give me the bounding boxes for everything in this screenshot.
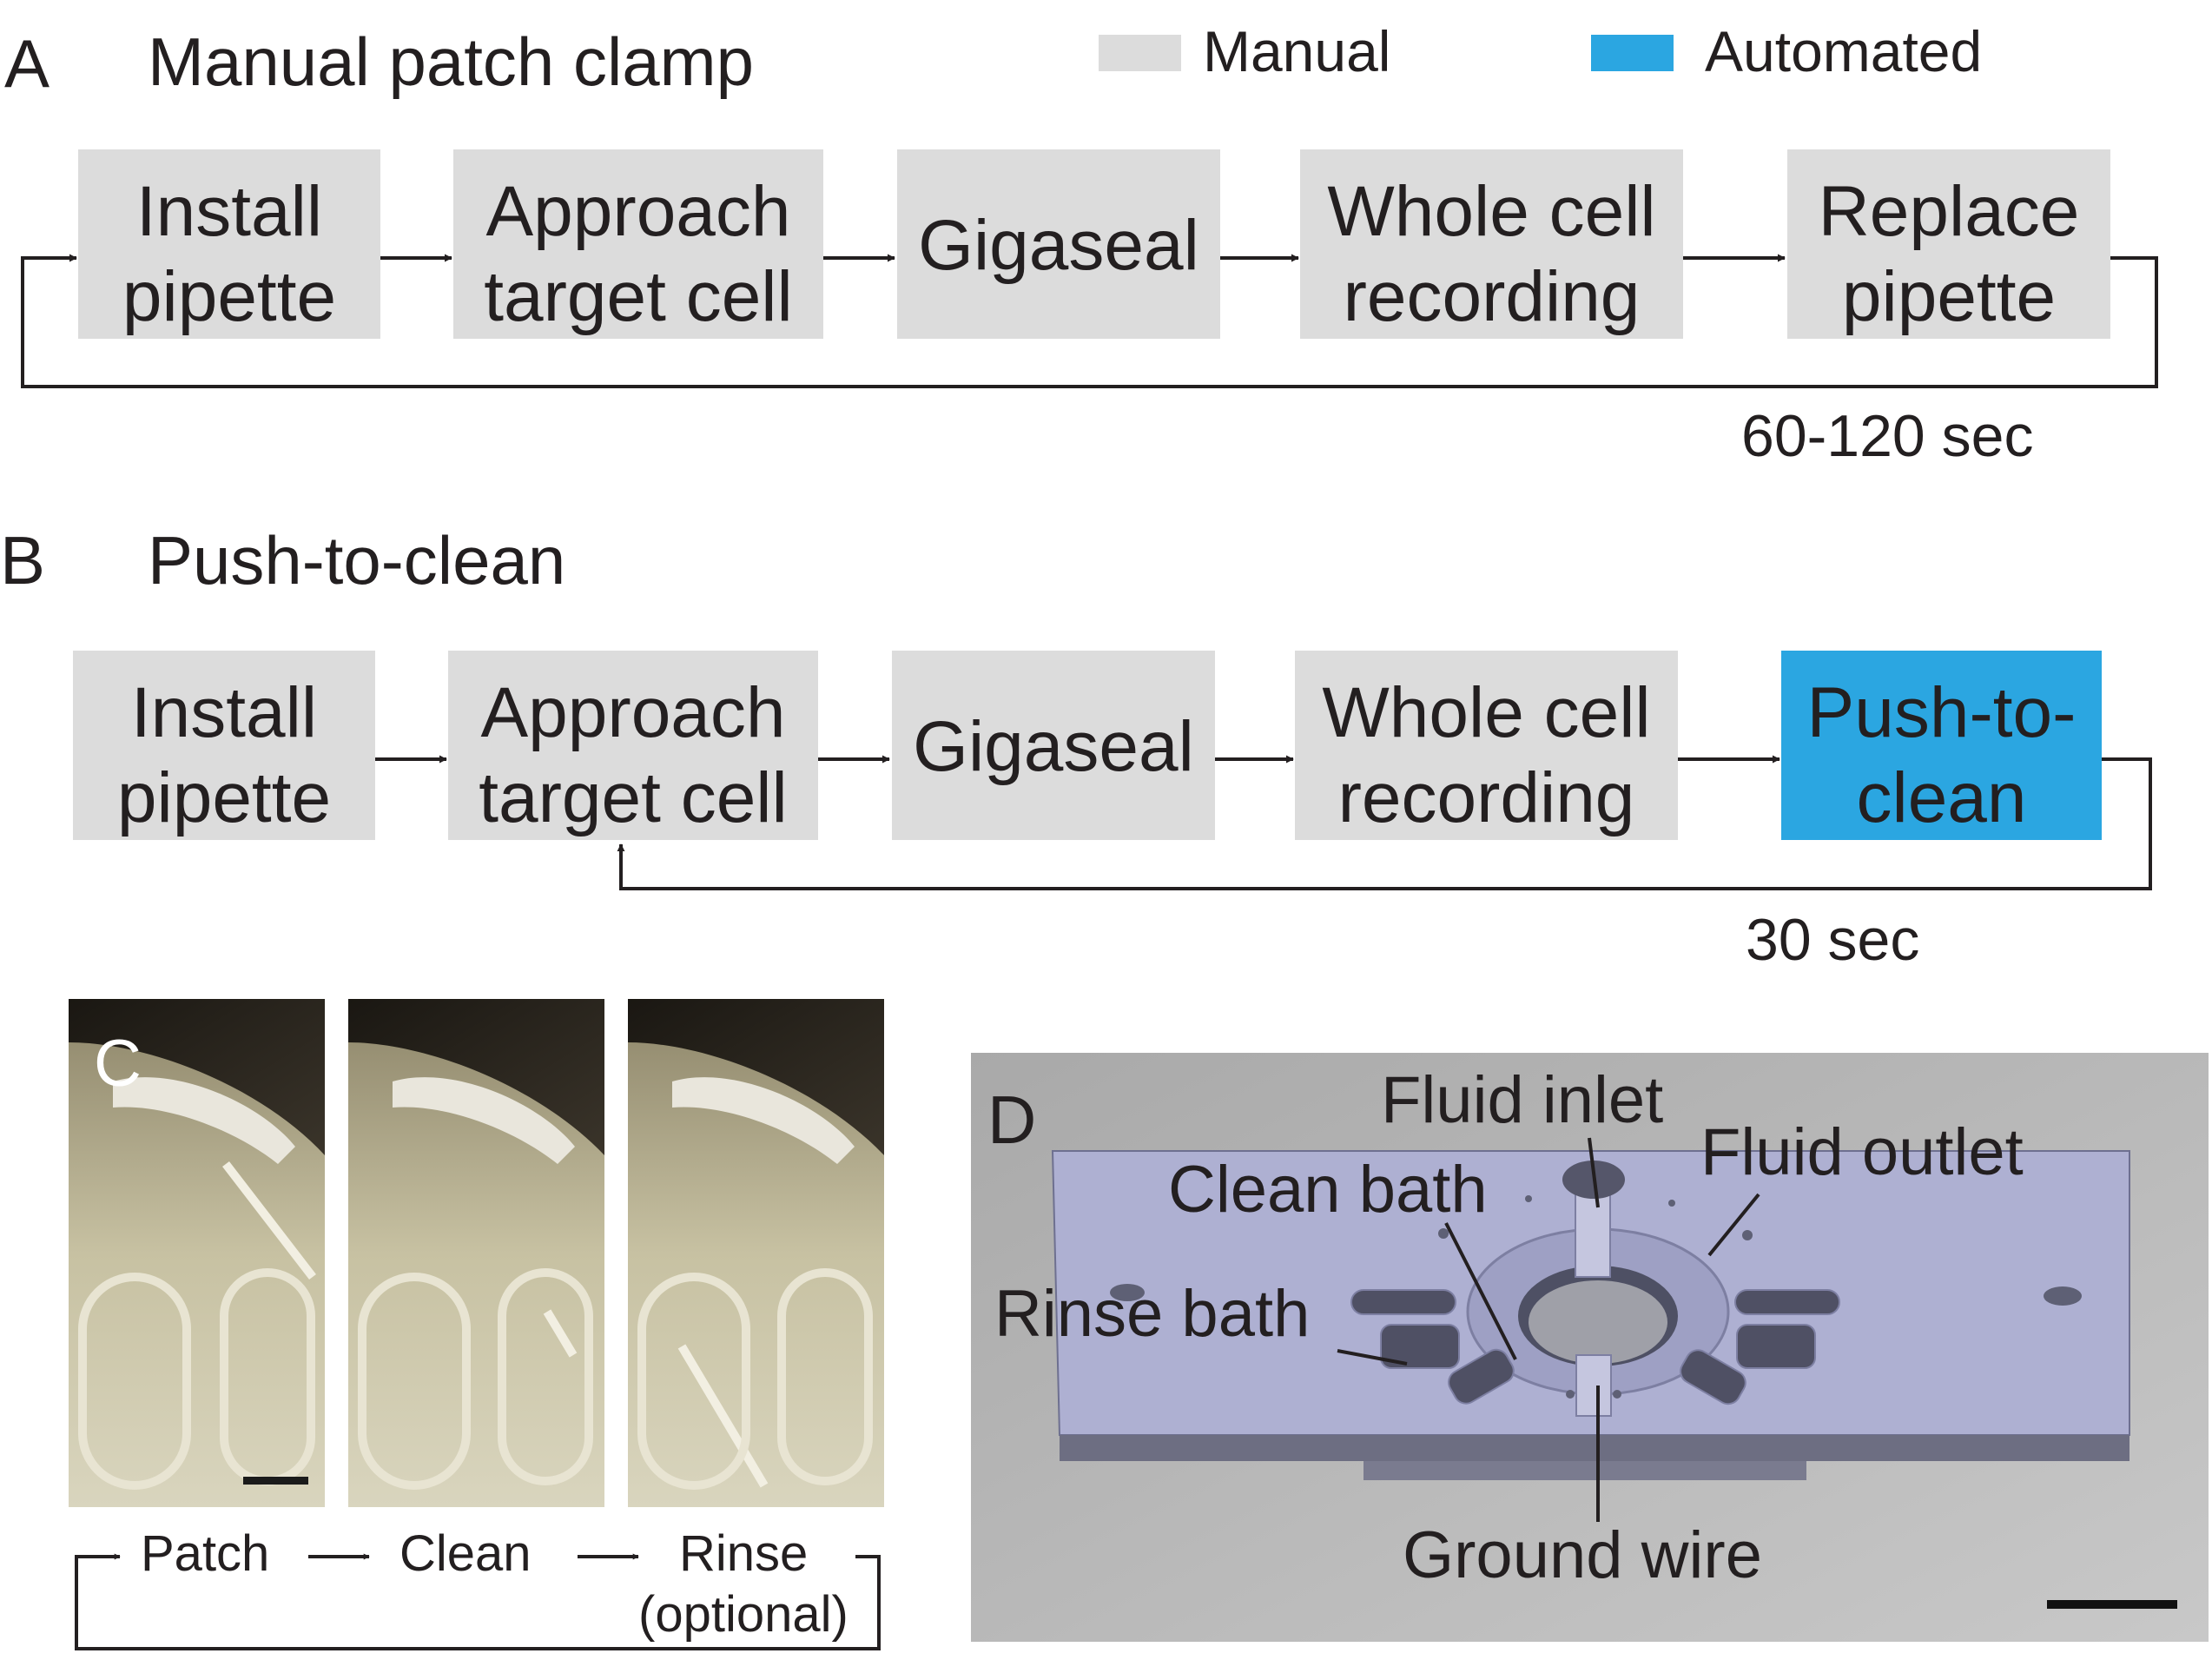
b-step-2-line-2: target cell xyxy=(479,758,788,837)
panel-a-title: Manual patch clamp xyxy=(148,23,754,100)
leader-fluid-inlet xyxy=(1588,1137,1600,1208)
leader-fluid-outlet xyxy=(1707,1193,1760,1257)
scale-bar-d xyxy=(2047,1600,2177,1609)
photo-patch: C xyxy=(69,999,325,1507)
b-step-1-line-1: Install xyxy=(131,673,317,752)
panel-c: C Patch Clean Rinse (optional) xyxy=(69,999,884,1650)
seq-loop-arrow xyxy=(75,1553,881,1650)
b-step-1-line-2: pipette xyxy=(117,758,331,837)
photo-rinse xyxy=(628,999,884,1507)
a-step-5-line-1: Replace xyxy=(1819,172,2080,251)
loop-arrow-a xyxy=(21,254,2158,388)
panel-a: A Manual patch clamp InstallpipetteAppro… xyxy=(4,23,2158,469)
panel-b-title: Push-to-clean xyxy=(148,522,565,599)
seq-optional: (optional) xyxy=(638,1586,848,1643)
a-step-box-5 xyxy=(1787,149,2110,339)
a-step-box-4 xyxy=(1300,149,1683,339)
b-step-5-line-2: clean xyxy=(1856,758,2026,837)
a-step-box-3 xyxy=(897,149,1220,339)
label-fluid-inlet: Fluid inlet xyxy=(1381,1063,1663,1137)
leader-rinse-bath xyxy=(1337,1349,1408,1366)
legend-automated-swatch xyxy=(1591,35,1674,71)
b-step-box-2 xyxy=(448,651,818,840)
legend-manual-swatch xyxy=(1099,35,1181,71)
panel-c-letter: C xyxy=(94,1027,142,1101)
label-clean-bath: Clean bath xyxy=(1168,1153,1488,1227)
legend: Manual Automated xyxy=(1099,19,1982,83)
b-step-box-3 xyxy=(892,651,1215,840)
legend-manual-label: Manual xyxy=(1203,19,1390,83)
cycle-time-a: 60-120 sec xyxy=(1741,403,2033,469)
a-step-box-1 xyxy=(78,149,380,339)
label-ground-wire: Ground wire xyxy=(1403,1518,1762,1592)
seq-rinse: Rinse xyxy=(679,1525,808,1582)
scale-bar-c xyxy=(243,1477,308,1485)
a-step-2-line-1: Approach xyxy=(485,172,790,251)
a-step-5-line-2: pipette xyxy=(1842,257,2056,336)
panel-a-letter: A xyxy=(4,25,50,102)
a-step-1-line-1: Install xyxy=(136,172,322,251)
a-step-1-line-2: pipette xyxy=(122,257,336,336)
panel-d-letter: D xyxy=(987,1081,1036,1158)
a-step-box-2 xyxy=(453,149,823,339)
b-step-4-line-2: recording xyxy=(1338,758,1635,837)
b-step-box-4 xyxy=(1295,651,1678,840)
leader-clean-bath xyxy=(1444,1222,1517,1360)
panel-d: D Fluid inlet Fluid outlet Clean bath Ri… xyxy=(971,1053,2209,1642)
label-rinse-bath: Rinse bath xyxy=(994,1277,1310,1351)
cycle-time-b: 30 sec xyxy=(1746,907,1919,973)
seq-patch: Patch xyxy=(141,1525,269,1582)
a-step-4-line-2: recording xyxy=(1344,257,1641,336)
a-step-4-line-1: Whole cell xyxy=(1327,172,1655,251)
a-step-2-line-2: target cell xyxy=(484,257,793,336)
seq-clean: Clean xyxy=(399,1525,532,1582)
b-step-4-line-1: Whole cell xyxy=(1322,673,1650,752)
photo-clean xyxy=(348,999,604,1507)
label-fluid-outlet: Fluid outlet xyxy=(1700,1115,2024,1189)
b-step-box-1 xyxy=(73,651,375,840)
b-step-3-line-1: Gigaseal xyxy=(913,707,1194,786)
legend-automated-label: Automated xyxy=(1705,19,1982,83)
b-step-2-line-1: Approach xyxy=(480,673,785,752)
b-step-5-line-1: Push-to- xyxy=(1807,673,2077,752)
loop-arrow-b xyxy=(617,757,2152,890)
panel-b-letter: B xyxy=(0,522,45,599)
b-step-box-5 xyxy=(1781,651,2102,840)
a-step-3-line-1: Gigaseal xyxy=(918,206,1199,285)
